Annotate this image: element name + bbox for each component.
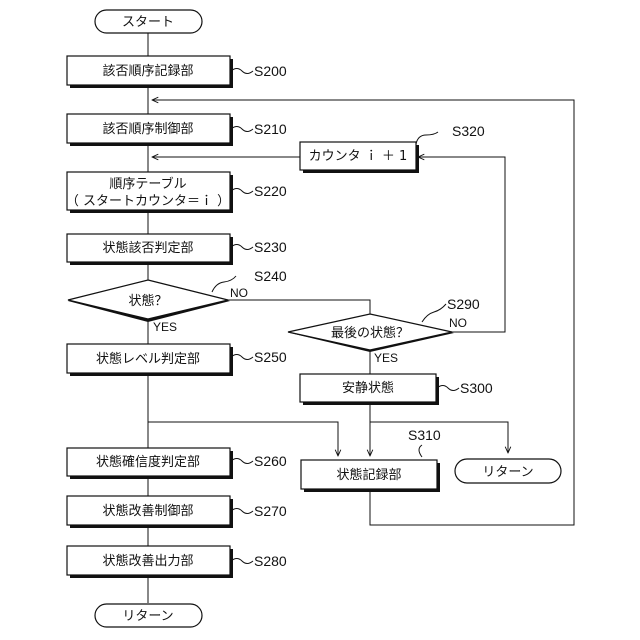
- s280-text: 状態改善出力部: [102, 553, 193, 569]
- step-label-s230: S230: [254, 239, 287, 255]
- process-s210: 該否順序制御部: [67, 114, 233, 146]
- process-s200: 該否順序記録部: [67, 56, 233, 88]
- s260-text: 状態確信度判定部: [96, 454, 200, 470]
- s240-no-label: NO: [230, 286, 248, 300]
- process-s320: カウンタ ｉ ＋ 1: [300, 142, 419, 173]
- leader-s290: [422, 304, 446, 322]
- end-left-label: リターン: [122, 609, 173, 624]
- step-label-s310: S310: [408, 427, 441, 443]
- end-right-label: リターン: [482, 465, 533, 480]
- process-s250: 状態レベル判定部: [67, 344, 233, 376]
- s270-text: 状態改善制御部: [102, 503, 193, 519]
- s230-text: 状態該否判定部: [102, 240, 193, 256]
- step-label-s300: S300: [460, 380, 493, 396]
- step-label-s320: S320: [452, 123, 485, 139]
- leader-s260: [231, 459, 253, 464]
- process-s310: 状態記録部: [301, 460, 440, 492]
- leader-s320: [416, 132, 438, 144]
- s320-text: カウンタ ｉ ＋ 1: [309, 149, 408, 164]
- s220-text-line1: 順序テーブル: [109, 176, 186, 192]
- end-terminal-left: リターン: [95, 604, 202, 627]
- leader-s200: [231, 69, 253, 74]
- process-s280: 状態改善出力部: [67, 546, 233, 578]
- s240-text: 状態？: [128, 293, 167, 309]
- process-s260: 状態確信度判定部: [67, 448, 233, 479]
- start-label: スタート: [122, 15, 174, 30]
- s200-text: 該否順序記録部: [102, 63, 193, 79]
- step-label-s210: S210: [254, 121, 287, 137]
- step-label-s270: S270: [254, 503, 287, 519]
- edge-s240-no: [228, 300, 370, 314]
- leader-s300: [437, 386, 459, 391]
- process-s300: 安静状態: [300, 374, 439, 405]
- step-label-s280: S280: [254, 553, 287, 569]
- s210-text: 該否順序制御部: [102, 121, 193, 137]
- leader-s210: [231, 127, 253, 132]
- leader-s270: [231, 509, 253, 514]
- s290-no-label: NO: [449, 316, 467, 330]
- s310-text: 状態記録部: [336, 467, 401, 483]
- leader-s220: [231, 189, 253, 194]
- step-label-s220: S220: [254, 183, 287, 199]
- step-label-s240: S240: [254, 268, 287, 284]
- step-label-s250: S250: [254, 349, 287, 365]
- process-s270: 状態改善制御部: [67, 496, 233, 528]
- process-s230: 状態該否判定部: [67, 234, 233, 265]
- step-label-s200: S200: [254, 63, 287, 79]
- s290-yes-label: YES: [374, 351, 398, 365]
- s300-text: 安静状態: [342, 380, 394, 396]
- decision-s290: 最後の状態？: [288, 314, 454, 352]
- s240-yes-label: YES: [153, 320, 177, 334]
- start-terminal: スタート: [95, 10, 202, 33]
- decision-s240: 状態？: [68, 280, 230, 322]
- s250-text: 状態レベル判定部: [96, 351, 200, 367]
- end-terminal-right: リターン: [455, 459, 561, 483]
- leader-s250: [231, 355, 253, 360]
- process-s220: 順序テーブル （ スタートカウンタ＝ｉ ）: [66, 172, 233, 213]
- step-label-s290: S290: [447, 296, 480, 312]
- s290-text: 最後の状態？: [331, 325, 409, 341]
- step-label-s260: S260: [254, 453, 287, 469]
- s220-text-line2: （ スタートカウンタ＝ｉ ）: [66, 194, 230, 209]
- leader-s310: [419, 445, 422, 457]
- leader-s230: [231, 245, 253, 250]
- leader-s280: [231, 559, 253, 564]
